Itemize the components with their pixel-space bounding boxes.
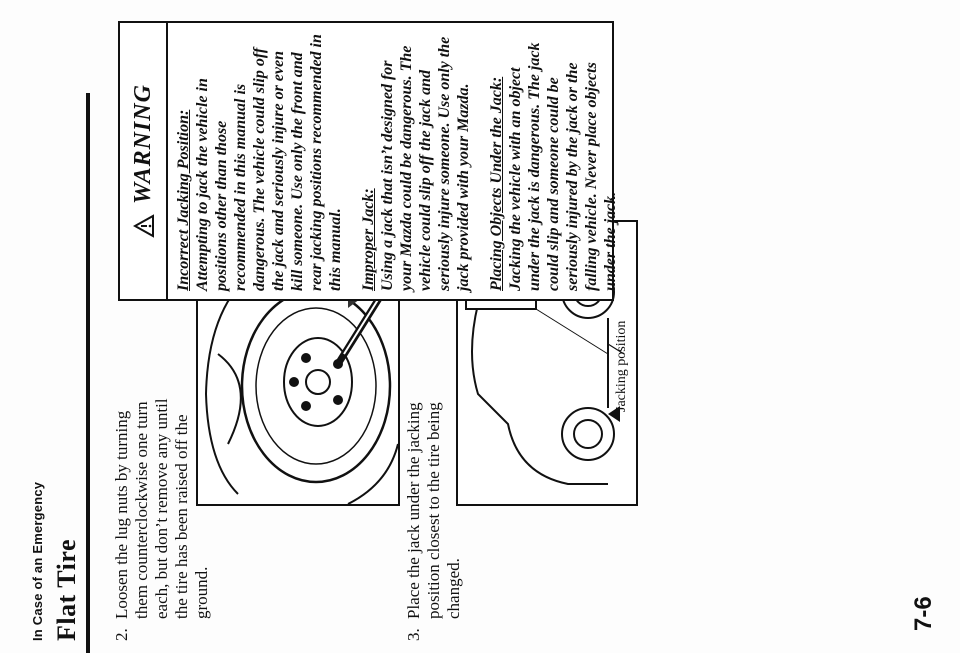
warning-section-jacking-position: Incorrect Jacking Position: Attempting t… — [174, 29, 345, 291]
jacking-position-label: Jacking position — [614, 320, 629, 412]
step-number: 3. — [404, 628, 423, 641]
page-number: 7-6 — [910, 596, 937, 631]
warning-section-improper-jack: Improper Jack: Using a jack that isn’t d… — [359, 29, 473, 291]
warning-title: WARNING — [130, 84, 156, 204]
warning-text: Using a jack that isn’t designed for you… — [379, 36, 472, 291]
warning-heading: Placing Objects Under the Jack: — [488, 76, 505, 291]
header-rule — [86, 93, 90, 653]
warning-text: Jacking the vehicle with an object under… — [507, 42, 619, 291]
warning-heading: Improper Jack: — [360, 188, 377, 291]
warning-header: WARNING — [120, 23, 168, 299]
warning-section-objects-under-jack: Placing Objects Under the Jack: Jacking … — [487, 29, 620, 291]
warning-heading: Incorrect Jacking Position: — [175, 109, 192, 291]
warning-text: Attempting to jack the vehicle in positi… — [194, 34, 344, 291]
page-title: Flat Tire — [52, 539, 81, 641]
warning-box: WARNING Incorrect Jacking Position: Atte… — [118, 21, 619, 301]
warning-triangle-icon — [132, 214, 160, 238]
step-number: 2. — [112, 628, 131, 641]
step-text: Place the jack under the jacking positio… — [404, 402, 463, 619]
section-label: In Case of an Emergency — [30, 481, 45, 641]
warning-body: Incorrect Jacking Position: Attempting t… — [174, 29, 634, 291]
